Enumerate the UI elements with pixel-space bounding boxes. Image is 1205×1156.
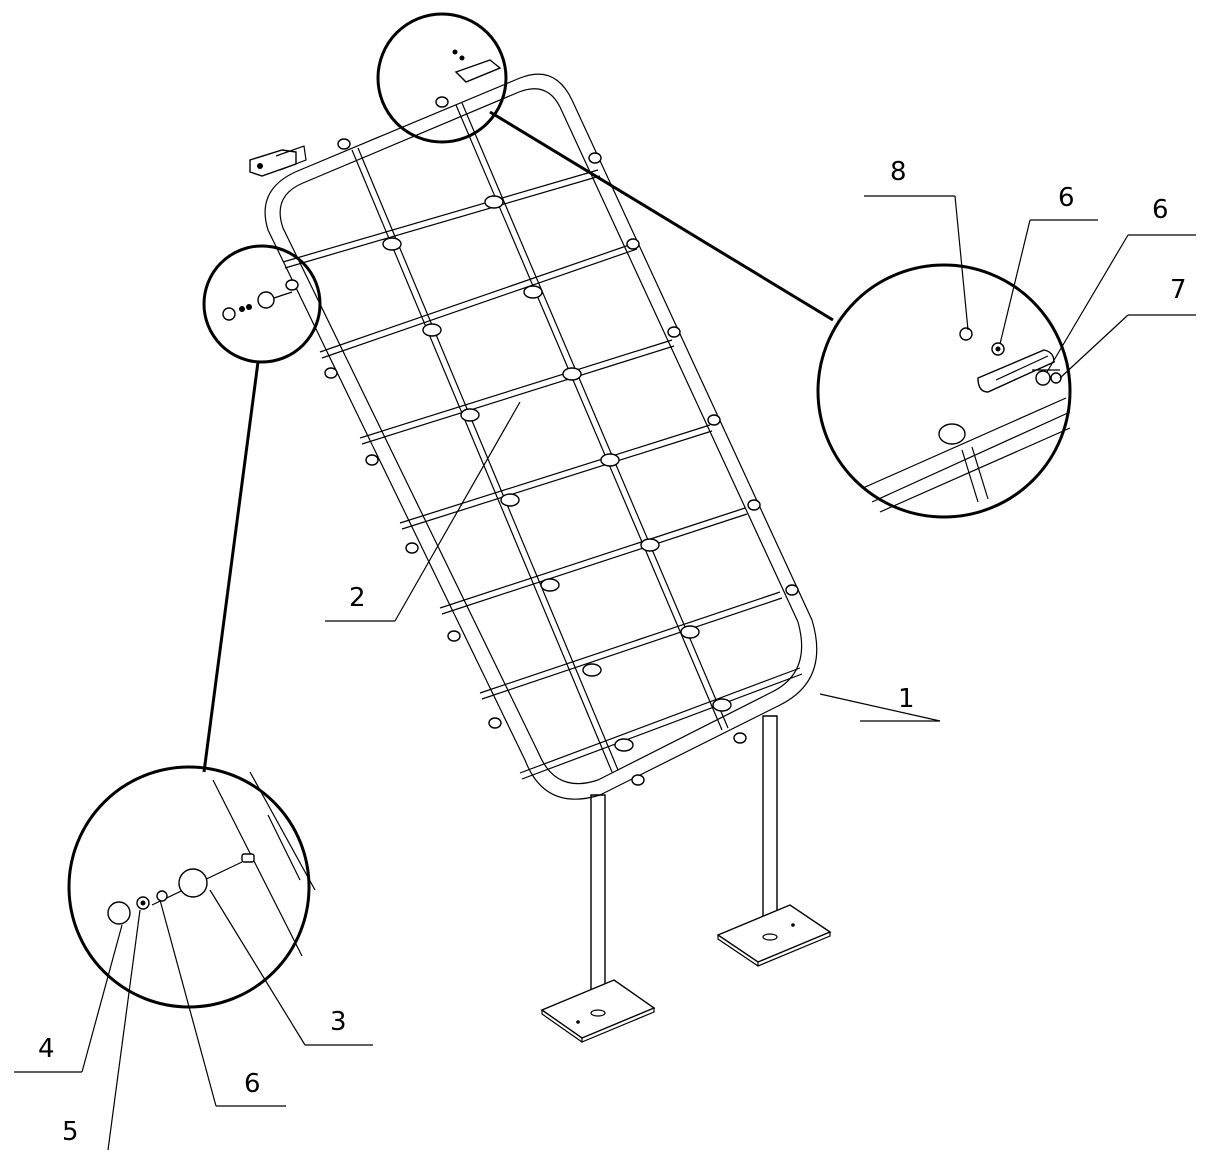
callout-5-lock-washer: 5 (62, 1117, 79, 1147)
net-horizontal-ropes (282, 169, 803, 780)
callout-labels: 1 2 3 4 5 6 8 6 6 7 (38, 157, 1187, 1147)
detail-circle-right (816, 263, 1072, 519)
callout-6-washer-top-right: 6 (1152, 195, 1169, 225)
net (282, 102, 803, 780)
callout-8-nut: 8 (890, 157, 907, 187)
top-bracket-left (249, 145, 307, 177)
callout-3-ball: 3 (330, 1007, 347, 1037)
support-legs (590, 715, 778, 1018)
frame-balls (285, 96, 799, 786)
callout-2-net: 2 (349, 583, 366, 613)
callout-7-bolt: 7 (1170, 275, 1187, 305)
detail-circle-bottom-left (67, 765, 316, 1009)
detail-leaders (202, 110, 834, 773)
callout-leaders (14, 195, 1196, 1151)
callout-1-frame: 1 (898, 684, 915, 714)
top-bracket-right (452, 49, 502, 83)
detail-circle-top (376, 12, 508, 144)
frame (264, 73, 818, 800)
net-knots (382, 195, 732, 752)
callout-4-cap: 4 (38, 1034, 55, 1064)
detail-circle-left-small (202, 244, 322, 364)
callout-6-washer-top-left: 6 (1058, 183, 1075, 213)
callout-6-washer-bottom: 6 (244, 1069, 261, 1099)
base-plates (540, 904, 832, 1043)
